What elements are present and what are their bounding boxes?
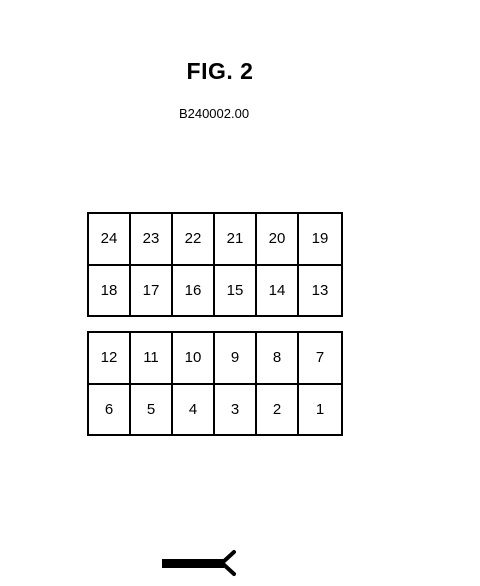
pin-cell: 20 xyxy=(257,214,299,266)
pin-cell: 6 xyxy=(89,384,131,434)
pin-cell: 23 xyxy=(131,214,173,266)
pin-cell: 5 xyxy=(131,384,173,434)
pin-cell: 13 xyxy=(311,281,329,299)
pin-cell: 11 xyxy=(131,333,173,385)
connector-block-top: 24 23 22 21 20 19 18 17 16 15 14 13 xyxy=(87,212,343,317)
pin-cell: 22 xyxy=(173,214,215,266)
figure-title: FIG. 2 xyxy=(186,58,254,84)
pin-cell: 1 xyxy=(315,400,325,418)
pin-cell: 18 xyxy=(89,265,131,315)
pin-cell: 12 xyxy=(89,333,131,385)
pin-cell: 19 xyxy=(299,214,341,266)
pin-cell: 3 xyxy=(215,384,257,434)
wire-connector-icon xyxy=(162,550,236,576)
pin-cell: 21 xyxy=(215,214,257,266)
pin-cell: 4 xyxy=(173,384,215,434)
pin-cell: 15 xyxy=(215,265,257,315)
figure-code: B240002.00 xyxy=(178,106,250,121)
pin-cell: 7 xyxy=(299,333,341,385)
pin-cell: 14 xyxy=(257,265,299,315)
pin-cell: 8 xyxy=(257,333,299,385)
connector-block-bottom: 12 11 10 9 8 7 6 5 4 3 2 1 xyxy=(87,331,343,436)
pin-cell: 24 xyxy=(89,214,131,266)
pin-cell: 10 xyxy=(173,333,215,385)
pin-cell: 2 xyxy=(257,384,299,434)
pin-cell: 16 xyxy=(173,265,215,315)
pin-cell: 17 xyxy=(131,265,173,315)
pin-cell: 9 xyxy=(215,333,257,385)
